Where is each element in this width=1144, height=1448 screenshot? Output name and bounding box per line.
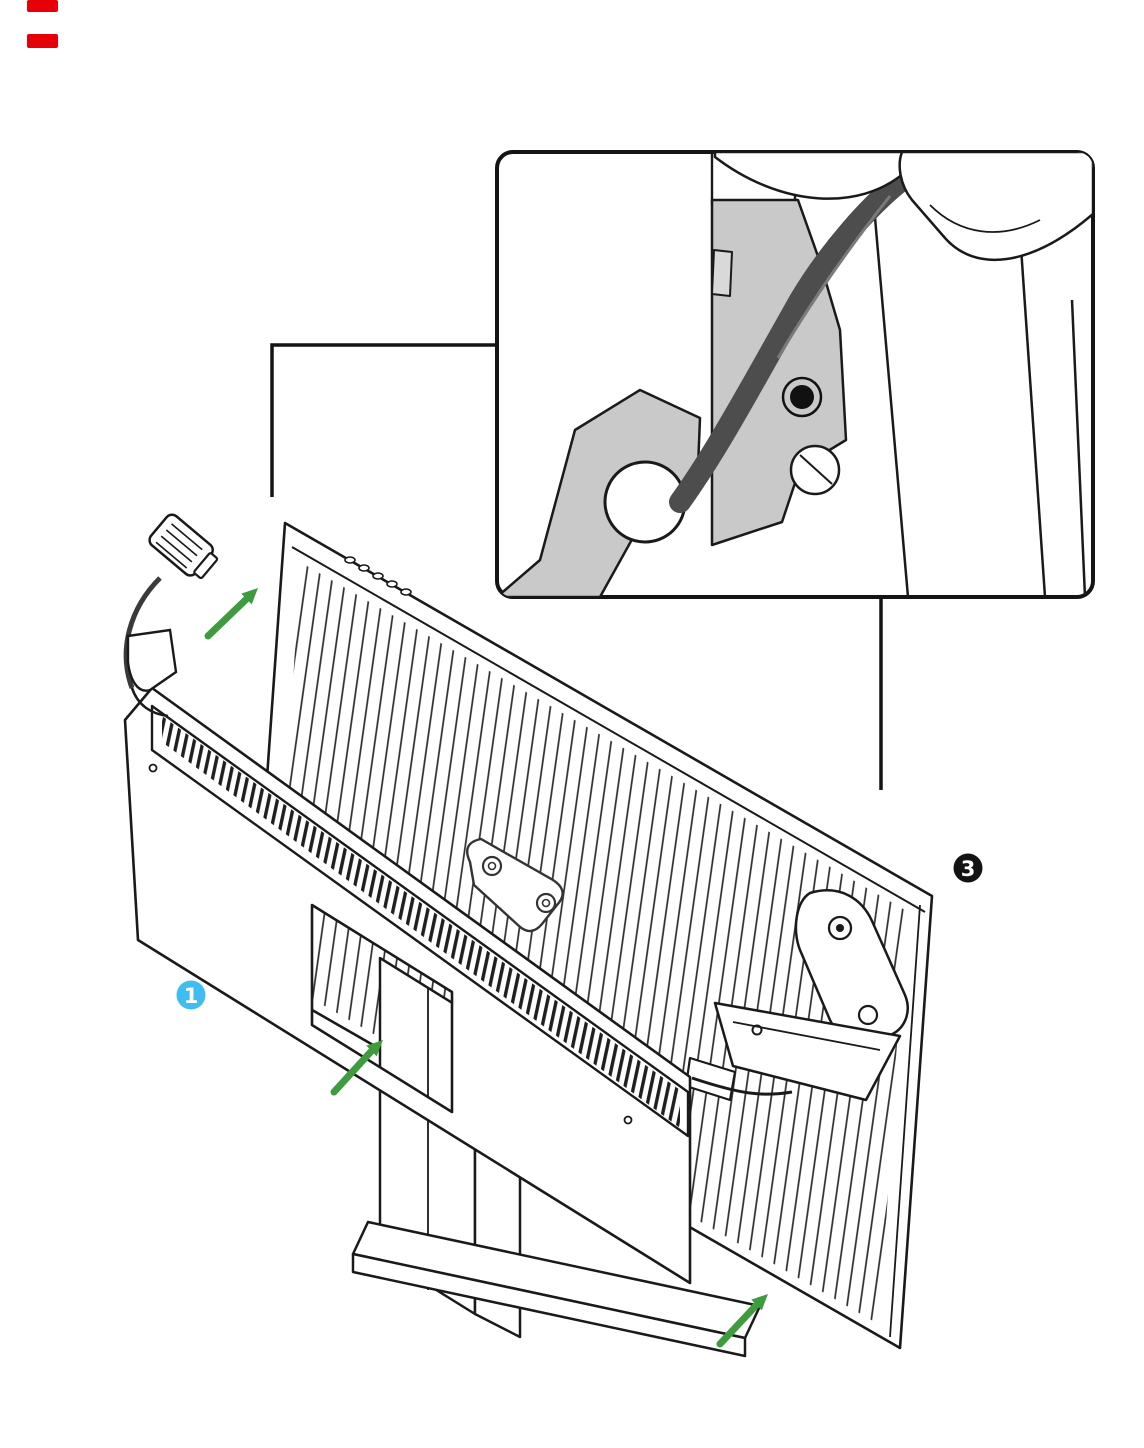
power-connector bbox=[148, 513, 219, 580]
rear-cover-panel bbox=[123, 686, 692, 1285]
panel-screw-right bbox=[623, 1115, 633, 1125]
vent-grille-slots bbox=[162, 716, 680, 1128]
red-markers bbox=[27, 0, 58, 48]
hand-detail-line bbox=[929, 204, 1041, 233]
vesa-mount-bracket bbox=[466, 837, 564, 933]
step-badge-3-circle bbox=[953, 853, 983, 883]
detail-callout-content bbox=[497, 152, 1093, 597]
step-badge-3-label: 3 bbox=[961, 857, 976, 881]
red-marker-bottom bbox=[27, 34, 58, 48]
hinge-bracket bbox=[684, 889, 909, 1102]
hex-key-tool bbox=[669, 169, 913, 513]
step-badge-3: 3 bbox=[953, 853, 983, 883]
screw-ring bbox=[781, 376, 823, 418]
right-edge-line bbox=[889, 904, 921, 1338]
cable-clip bbox=[126, 628, 178, 692]
step-badge-1: 1 bbox=[176, 980, 206, 1010]
detail-callout bbox=[495, 150, 1095, 599]
hex-key-highlight bbox=[776, 195, 892, 359]
attach-arrow-3 bbox=[716, 1294, 768, 1348]
power-cable bbox=[123, 576, 162, 689]
cover-panel-face bbox=[123, 686, 692, 1285]
screw-head bbox=[790, 385, 814, 409]
speaker-holes bbox=[344, 556, 412, 596]
hinge-pivot-dot bbox=[836, 924, 844, 932]
lock-plate bbox=[497, 388, 702, 597]
hinge-cable bbox=[691, 1076, 793, 1096]
cam-lock bbox=[789, 444, 841, 496]
attach-arrow-1 bbox=[204, 588, 258, 640]
power-connector-assembly bbox=[123, 513, 219, 718]
step-badge-1-label: 1 bbox=[184, 984, 199, 1008]
step-badge-1-circle bbox=[176, 980, 206, 1010]
red-marker-top bbox=[27, 0, 58, 12]
cable-tail bbox=[130, 687, 169, 718]
panel-screw-left bbox=[148, 763, 158, 773]
callout-leader-line bbox=[270, 343, 497, 497]
hand-silhouette-right bbox=[898, 152, 1093, 262]
bracket-tab bbox=[711, 249, 733, 297]
vent-ribs bbox=[276, 562, 905, 1325]
monitor-back bbox=[251, 521, 934, 1350]
top-edge-line bbox=[291, 546, 926, 913]
attach-arrow-2 bbox=[330, 1040, 383, 1096]
stand-base-front bbox=[351, 1252, 747, 1358]
attach-arrows bbox=[204, 588, 768, 1348]
